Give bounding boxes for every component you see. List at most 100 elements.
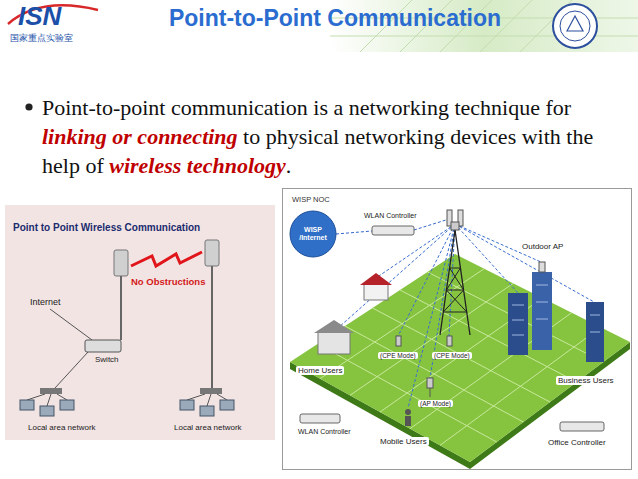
backhaul-link — [336, 231, 372, 234]
device-label: Outdoor AP — [520, 242, 565, 251]
office-building — [586, 302, 604, 362]
antenna-unit — [114, 250, 128, 276]
cable — [50, 309, 92, 340]
tower-strut — [455, 230, 470, 335]
computer-icon — [40, 406, 54, 416]
tower-strut — [450, 268, 461, 269]
ground-grid — [428, 272, 604, 362]
building-window — [590, 332, 600, 333]
signal-line — [455, 224, 518, 293]
university-seal — [553, 4, 597, 48]
signal-line — [408, 224, 455, 408]
seal-ring — [560, 11, 590, 41]
signal-line — [455, 224, 594, 302]
building-window — [590, 315, 600, 316]
mobile-user-head — [405, 409, 411, 415]
ap-device — [427, 378, 433, 388]
hub-icon — [200, 388, 222, 394]
antenna-pole — [211, 266, 213, 388]
tower-strut — [446, 290, 463, 291]
ap-pole — [430, 388, 431, 397]
tower-strut — [446, 268, 460, 290]
tower-antenna — [451, 222, 459, 230]
hub-icon — [40, 388, 62, 394]
body-text: . — [286, 153, 292, 178]
emphasis-text: linking or connecting — [42, 124, 238, 149]
mobile-user-body — [405, 416, 411, 426]
office-building — [532, 272, 552, 350]
slide-title: Point-to-Point Communication — [40, 4, 630, 32]
cloud-circle: WISP /Internet — [289, 210, 337, 258]
node-text: WISP NOC — [282, 188, 632, 204]
logo-subtitle: 国家重点实验室 — [8, 33, 75, 43]
cable — [57, 394, 67, 400]
building-window — [536, 319, 548, 320]
mode-label: (AP Mode) — [418, 400, 453, 407]
cable — [55, 352, 88, 388]
tower-strut — [443, 290, 463, 312]
house-roof — [314, 320, 354, 333]
user-label: Mobile Users — [378, 437, 429, 446]
building-window — [512, 305, 524, 306]
tower-strut — [440, 230, 455, 335]
ground — [290, 254, 630, 462]
user-label: Business Users — [556, 376, 616, 385]
cable — [27, 394, 45, 400]
antenna-pole — [120, 276, 122, 340]
image-panel: Point to Point Wireless Communication — [5, 205, 275, 440]
cpe-device — [447, 336, 452, 346]
house-wall — [318, 332, 350, 354]
circle-fill — [290, 211, 336, 257]
art-part — [290, 254, 630, 469]
computer-icon — [20, 400, 34, 410]
controller-icon — [372, 226, 414, 235]
tower-strut — [443, 312, 466, 313]
house-wall — [364, 284, 388, 300]
node-text: Point to Point Wireless Communication — [5, 205, 275, 234]
building-window — [536, 285, 548, 286]
signal-line — [338, 224, 455, 328]
device-label: WLAN Controller — [296, 428, 353, 436]
signal-line — [398, 224, 455, 336]
node-text: WISP /Internet — [295, 226, 331, 242]
computer-icon — [180, 400, 194, 410]
cable — [217, 394, 227, 400]
backhaul-link — [414, 220, 446, 230]
antenna-unit — [205, 240, 219, 266]
cpe-device — [396, 336, 401, 346]
network-label: Local area network — [26, 423, 98, 432]
cable — [207, 394, 211, 406]
outdoor-ap-device — [539, 262, 545, 272]
picture-ground — [5, 205, 275, 440]
controller-icon — [300, 414, 340, 423]
seal-emblem — [567, 16, 583, 31]
device-label: Office Controller — [546, 438, 608, 447]
office-building — [508, 293, 528, 355]
logo-text: ISN — [16, 2, 63, 32]
user-label: Home Users — [296, 366, 344, 375]
bullet-paragraph: Point-to-point communication is a networ… — [42, 93, 624, 180]
building-window — [536, 302, 548, 303]
device-label: WLAN Controller — [362, 212, 419, 220]
picture-frame — [283, 189, 632, 470]
mode-label: (CPE Mode) — [432, 352, 472, 359]
bullet-dot — [25, 103, 32, 110]
link-note: No Obstructions — [129, 277, 207, 288]
cable — [47, 394, 51, 406]
wireless-bolt — [131, 252, 202, 266]
house-roof — [360, 273, 392, 285]
device-label: Switch — [93, 355, 121, 364]
network-label: Local area network — [172, 423, 244, 432]
mode-label: (CPE Mode) — [378, 352, 418, 359]
device-label: Internet — [28, 297, 63, 307]
body-text: Point-to-point communication is a networ… — [42, 95, 571, 120]
building-window — [512, 320, 524, 321]
tower-strut — [446, 290, 466, 312]
computer-icon — [60, 400, 74, 410]
computer-icon — [220, 400, 234, 410]
controller-icon — [560, 422, 604, 431]
switch-icon — [85, 340, 121, 352]
tower-strut — [450, 268, 464, 290]
